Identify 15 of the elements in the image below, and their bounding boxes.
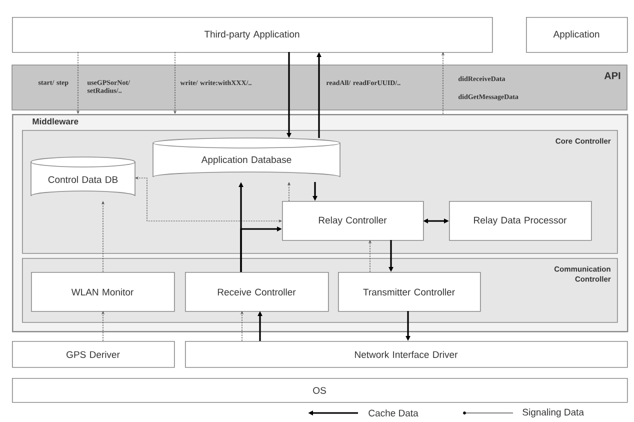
application-box: Application xyxy=(526,17,628,53)
os-box: OS xyxy=(12,378,628,403)
legend-text: Signaling Data xyxy=(522,408,584,418)
controller-box: Transmitter Controller xyxy=(338,272,481,312)
database-cylinder: Control Data DB xyxy=(30,156,136,196)
layer-label: API xyxy=(604,72,620,80)
controller-box: Receive Controller xyxy=(185,272,329,312)
driver-box: Network Interface Driver xyxy=(185,341,628,368)
application-box: Third-party Application xyxy=(12,17,493,53)
legend-text: Cache Data xyxy=(368,410,418,416)
monitor-box: WLAN Monitor xyxy=(31,272,175,312)
processor-box: Relay Data Processor xyxy=(449,201,592,241)
database-cylinder: Application Database xyxy=(152,138,340,178)
driver-box: GPS Deriver xyxy=(12,341,175,368)
controller-box: Relay Controller xyxy=(282,201,424,241)
